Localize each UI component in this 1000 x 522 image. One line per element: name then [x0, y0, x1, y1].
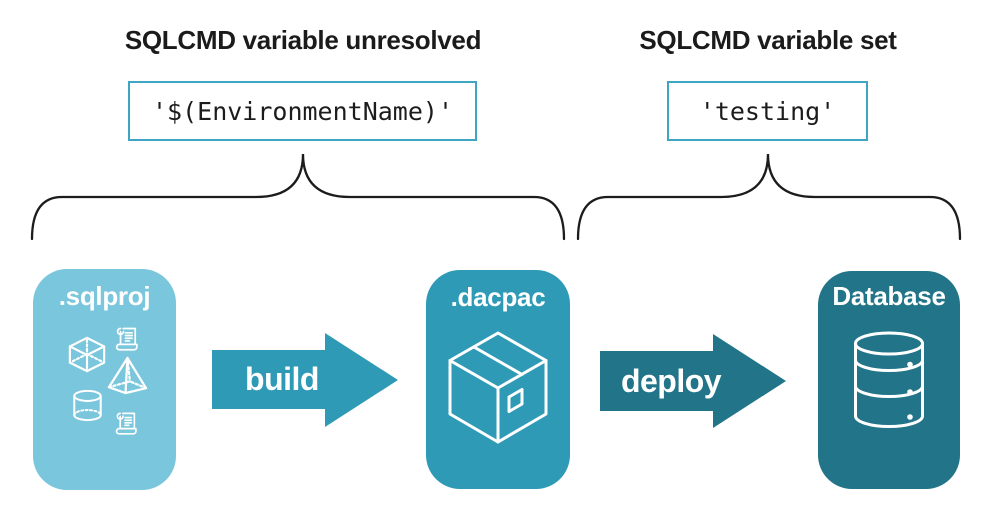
code-box-environment-variable: '$(EnvironmentName)'	[128, 81, 477, 141]
node-dacpac-label: .dacpac	[450, 282, 546, 312]
node-dacpac: .dacpac	[426, 270, 570, 489]
node-database-label: Database	[832, 281, 946, 311]
heading-sqlcmd-set: SQLCMD variable set	[639, 25, 897, 55]
deploy-arrow	[600, 334, 786, 428]
cylinder-icon	[73, 389, 102, 422]
build-arrow	[212, 333, 398, 427]
node-sqlproj-label: .sqlproj	[58, 281, 151, 311]
code-text-environment-variable: '$(EnvironmentName)'	[151, 96, 454, 126]
build-arrow-label: build	[245, 360, 319, 397]
script-scroll-icon	[115, 327, 138, 351]
pyramid-icon	[107, 356, 148, 395]
script-scroll-icon	[115, 412, 137, 435]
code-text-testing-value: 'testing'	[699, 96, 836, 126]
heading-sqlcmd-unresolved: SQLCMD variable unresolved	[124, 25, 482, 55]
deploy-arrow-label: deploy	[620, 362, 722, 399]
left-curly-brace	[30, 153, 566, 241]
cube-icon	[68, 336, 106, 373]
package-box-icon	[448, 331, 548, 444]
right-curly-brace	[576, 153, 962, 241]
node-database: Database	[818, 271, 960, 489]
database-cylinder-icon	[854, 331, 924, 428]
code-box-testing-value: 'testing'	[667, 81, 868, 141]
node-sqlproj: .sqlproj	[33, 269, 176, 490]
